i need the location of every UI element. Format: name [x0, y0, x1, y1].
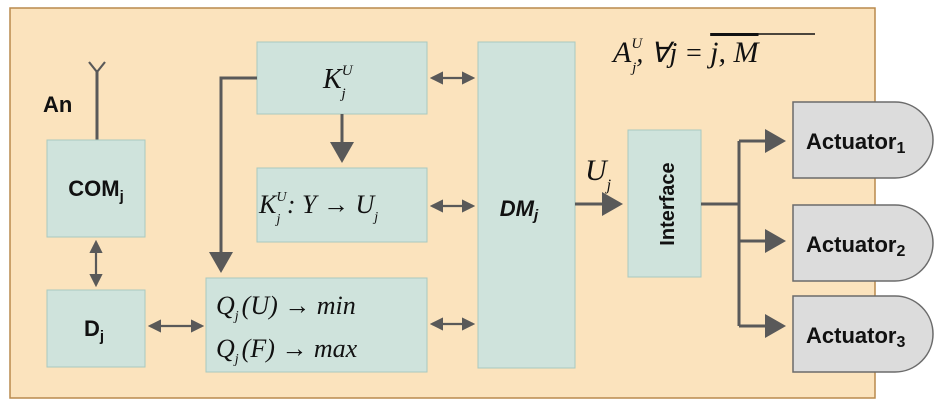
- actuator-3: Actuator3: [792, 295, 934, 373]
- antenna-icon: [88, 61, 106, 140]
- interface-label: Interface: [657, 162, 679, 245]
- criteria-line-2: Qj(F) → max: [216, 334, 358, 367]
- k-criteria-feedback-arrow: [209, 76, 257, 273]
- k-box: [256, 41, 428, 115]
- d-label: Dj: [84, 316, 104, 345]
- actuator-1: Actuator1: [792, 101, 934, 179]
- mapping-box: [256, 167, 428, 243]
- svg-text:Actuator2: Actuator2: [806, 232, 905, 260]
- actuator-2: Actuator2: [792, 204, 934, 282]
- criteria-box: [205, 277, 428, 373]
- com-box: [46, 139, 146, 238]
- dm-label: DMj: [500, 196, 539, 224]
- svg-text:Actuator3: Actuator3: [806, 323, 905, 351]
- dm-box: [477, 41, 576, 369]
- com-label: COMj: [68, 176, 124, 205]
- interface-box: [627, 129, 702, 278]
- criteria-line-1: Qj(U) → min: [216, 291, 356, 324]
- svg-text:Actuator1: Actuator1: [806, 129, 905, 157]
- d-box: [46, 289, 146, 368]
- uj-label: Uj: [585, 154, 612, 194]
- antenna-label: An: [43, 92, 72, 117]
